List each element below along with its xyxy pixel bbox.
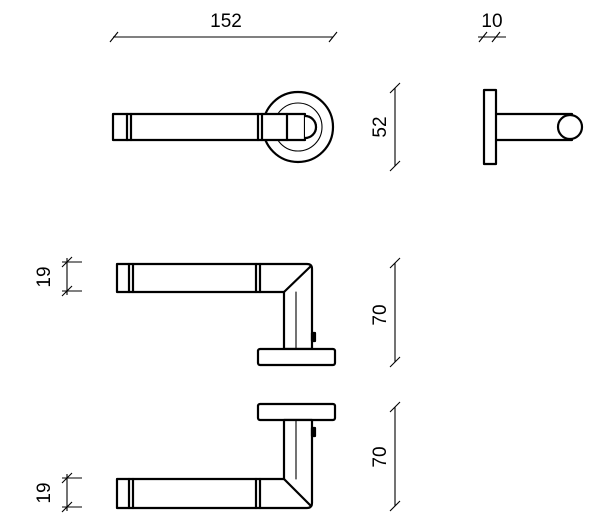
dimension-70-top: 70 <box>370 257 401 368</box>
front-view-lower: 19 70 <box>34 401 401 513</box>
dimension-label-thickness-bottom: 19 <box>34 482 55 503</box>
dimension-label-height-top: 70 <box>370 304 391 325</box>
dimension-10: 10 <box>478 11 506 43</box>
dimension-19-top: 19 <box>34 256 82 297</box>
side-view: 10 <box>478 11 584 166</box>
lever-arm-upper <box>115 262 314 351</box>
dimension-70-bottom: 70 <box>370 401 401 512</box>
dimension-label-rose: 52 <box>370 116 391 137</box>
lever-end-circle <box>556 113 584 141</box>
dimension-label-depth: 10 <box>481 11 502 32</box>
dimension-152: 152 <box>109 11 338 43</box>
dimension-label-height-bottom: 70 <box>370 446 391 467</box>
top-view: 152 52 <box>109 11 401 172</box>
dimension-52: 52 <box>370 82 401 172</box>
dimension-label-thickness-top: 19 <box>34 266 55 287</box>
rose-plate-side <box>482 88 498 166</box>
lever-arm-lower <box>115 418 314 510</box>
rose-base-upper <box>256 347 337 367</box>
dimension-19-bottom: 19 <box>34 472 82 513</box>
rose-base-lower <box>256 402 337 422</box>
dimension-label-width: 152 <box>210 11 242 32</box>
lever-body <box>111 112 307 142</box>
front-view-upper: 19 70 <box>34 256 401 368</box>
